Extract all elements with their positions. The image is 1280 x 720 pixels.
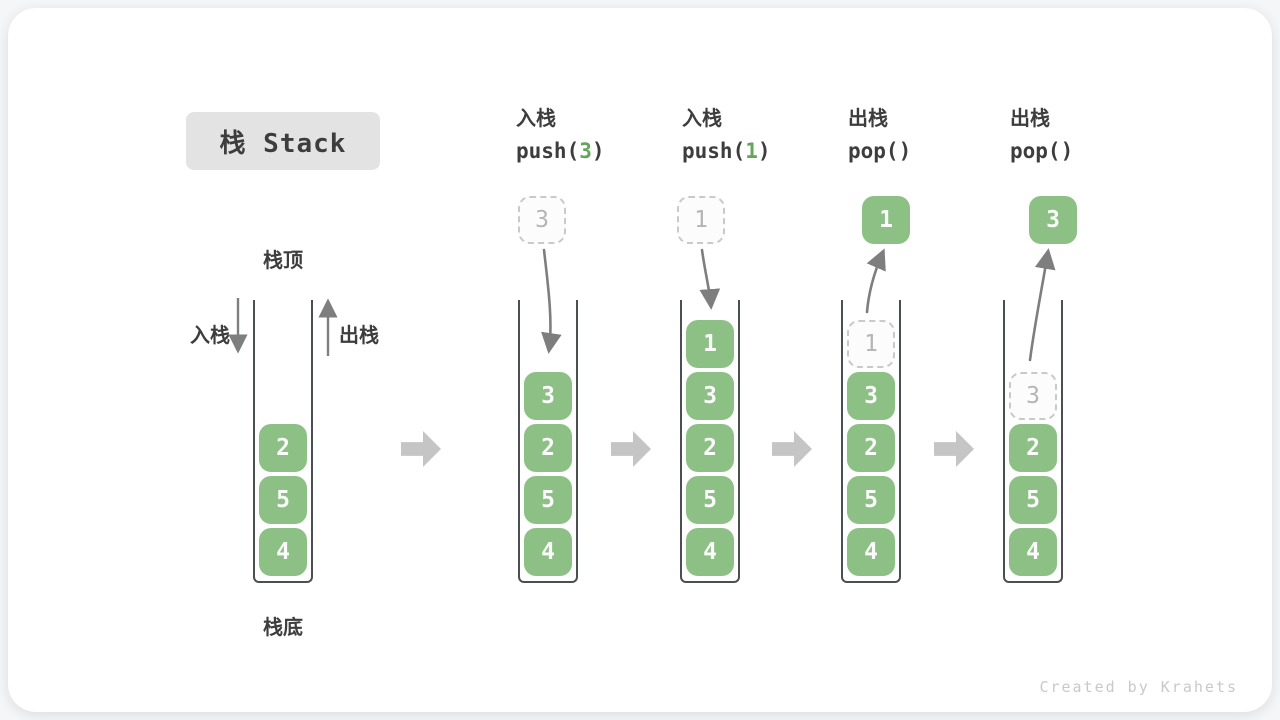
op-header-pop-1: 出栈 pop() bbox=[848, 104, 998, 168]
popped-value-1: 1 bbox=[862, 196, 910, 244]
op-code-pre: push( bbox=[516, 139, 580, 163]
stack-container-1 bbox=[253, 300, 313, 583]
stack-cell: 4 bbox=[1009, 528, 1057, 576]
op-code-pop-1: pop() bbox=[848, 134, 998, 168]
op-code-post: ) bbox=[898, 139, 912, 163]
stack-cell: 2 bbox=[686, 424, 734, 472]
stack-cell: 2 bbox=[847, 424, 895, 472]
op-code-pre: push( bbox=[682, 139, 746, 163]
diagram-title: 栈 Stack bbox=[186, 112, 380, 170]
stack-cell: 4 bbox=[259, 528, 307, 576]
op-header-push-1: 入栈 push(1) bbox=[682, 104, 832, 168]
popped-value-3: 3 bbox=[1029, 196, 1077, 244]
staging-value-1-ghost: 1 bbox=[677, 196, 725, 244]
stack-cell: 3 bbox=[847, 372, 895, 420]
op-code-arg: 1 bbox=[745, 139, 758, 163]
op-code-post: ) bbox=[1060, 139, 1074, 163]
op-label-pop-1: 出栈 bbox=[848, 108, 888, 130]
op-code-pre: pop( bbox=[848, 139, 899, 163]
stack-container-2 bbox=[518, 300, 578, 583]
op-header-pop-3: 出栈 pop() bbox=[1010, 104, 1160, 168]
stack-cell: 3 bbox=[686, 372, 734, 420]
stack-cell: 5 bbox=[847, 476, 895, 524]
stack-cell: 4 bbox=[524, 528, 572, 576]
op-label-pop-3: 出栈 bbox=[1010, 108, 1050, 130]
stack-cell: 5 bbox=[686, 476, 734, 524]
stack-top-label: 栈顶 bbox=[263, 250, 303, 272]
stack-cell: 5 bbox=[1009, 476, 1057, 524]
stack-cell: 3 bbox=[524, 372, 572, 420]
stack-cell: 4 bbox=[686, 528, 734, 576]
op-code-post: ) bbox=[757, 139, 771, 163]
op-label-push-1: 入栈 bbox=[682, 108, 722, 130]
op-code-push-1: push(1) bbox=[682, 134, 832, 168]
stack-cell: 2 bbox=[524, 424, 572, 472]
op-code-arg: 3 bbox=[579, 139, 592, 163]
stack-bottom-label: 栈底 bbox=[263, 617, 303, 639]
stack-cell-ghost: 1 bbox=[847, 320, 895, 368]
op-header-push-3: 入栈 push(3) bbox=[516, 104, 666, 168]
op-code-push-3: push(3) bbox=[516, 134, 666, 168]
op-label-push-3: 入栈 bbox=[516, 108, 556, 130]
stack-cell: 4 bbox=[847, 528, 895, 576]
staging-value-3-ghost: 3 bbox=[518, 196, 566, 244]
stack-cell-ghost: 3 bbox=[1009, 372, 1057, 420]
pop-direction-label: 出栈 bbox=[339, 325, 379, 347]
watermark: Created by Krahets bbox=[1039, 678, 1238, 696]
stack-cell: 2 bbox=[259, 424, 307, 472]
stack-container-4 bbox=[841, 300, 901, 583]
stack-container-5 bbox=[1003, 300, 1063, 583]
stack-cell: 5 bbox=[259, 476, 307, 524]
op-code-pre: pop( bbox=[1010, 139, 1061, 163]
stack-cell: 5 bbox=[524, 476, 572, 524]
op-code-post: ) bbox=[591, 139, 605, 163]
stack-container-3 bbox=[680, 300, 740, 583]
stack-cell: 1 bbox=[686, 320, 734, 368]
push-direction-label: 入栈 bbox=[190, 325, 230, 347]
stack-cell: 2 bbox=[1009, 424, 1057, 472]
op-code-pop-3: pop() bbox=[1010, 134, 1160, 168]
